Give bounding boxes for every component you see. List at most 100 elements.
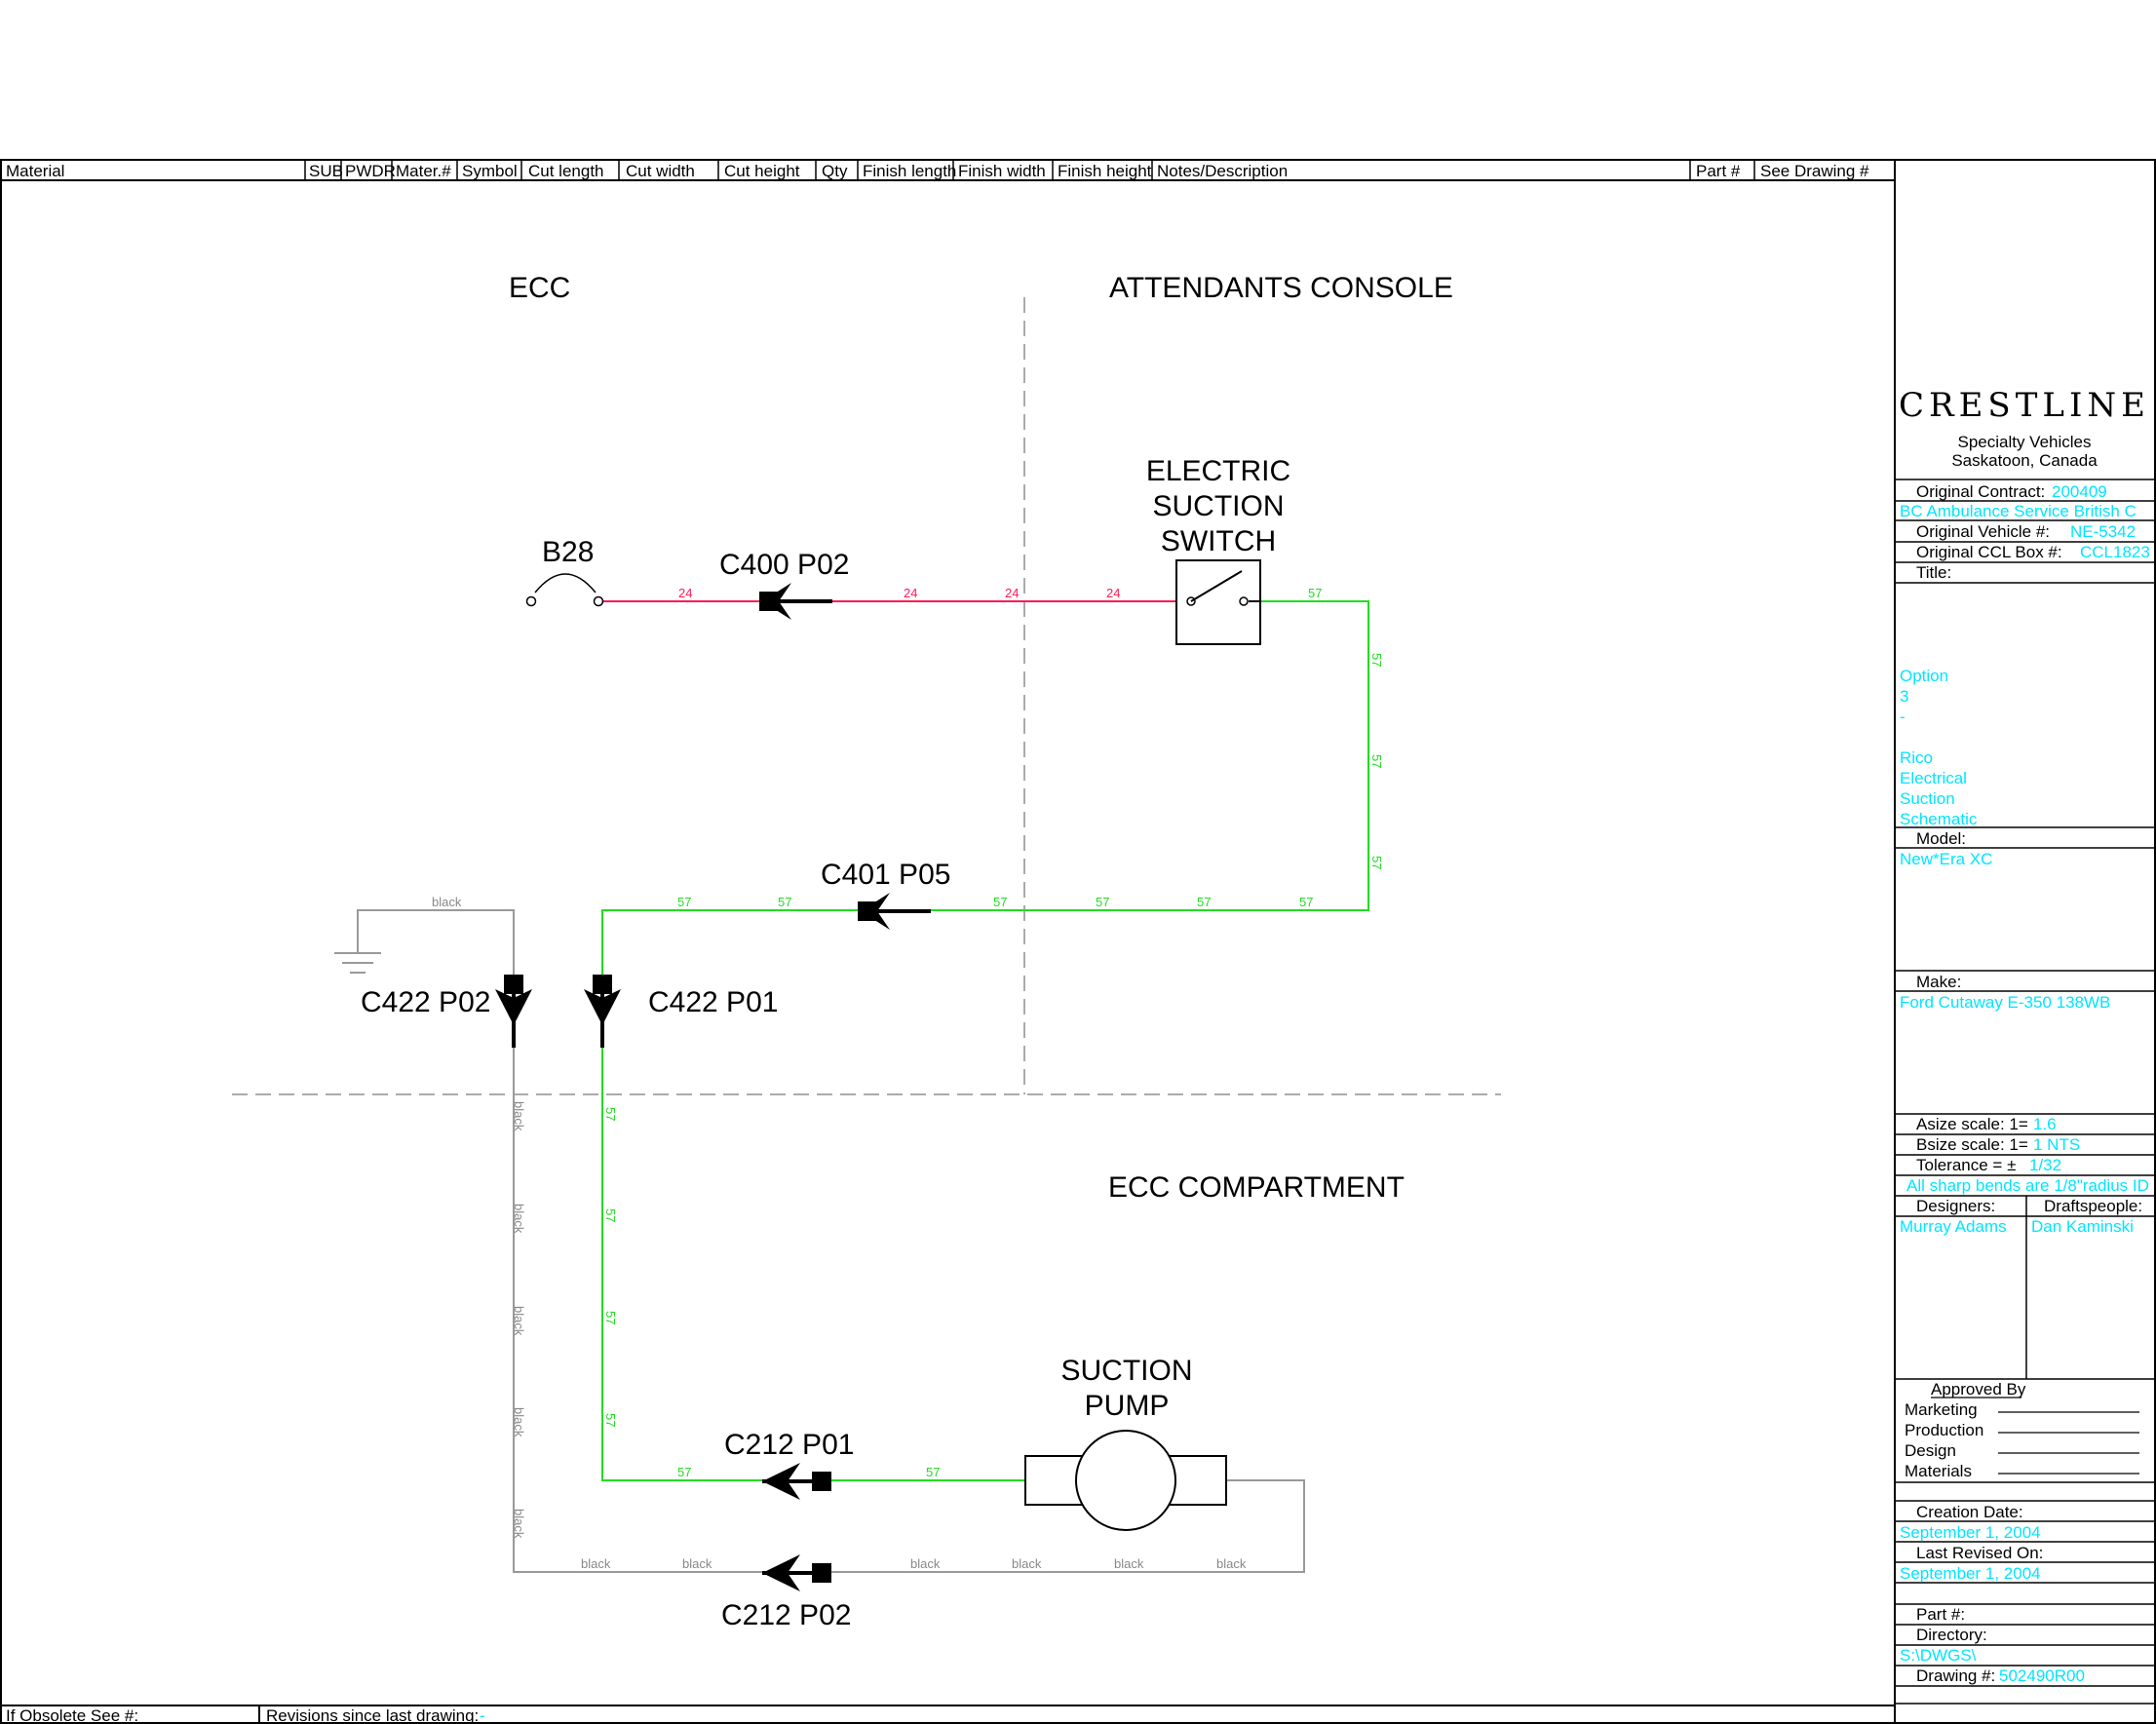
connector-c212-p02: C212 P02 (721, 1554, 851, 1631)
wire-label-black: black (512, 1101, 526, 1131)
directory-label: Directory: (1916, 1626, 1987, 1644)
asize-label: Asize scale: 1= (1916, 1115, 2028, 1133)
wire-label-57: 57 (603, 1107, 618, 1121)
bsize-value: 1 NTS (2033, 1135, 2080, 1154)
wire-label-57: 57 (1197, 895, 1211, 909)
wire-label-57: 57 (993, 895, 1007, 909)
wire-label-24: 24 (1005, 586, 1019, 600)
title-line: Suction (1900, 789, 1955, 808)
title-block: CRESTLINE Specialty Vehicles Saskatoon, … (1895, 386, 2155, 1705)
pump-label-line2: PUMP (1085, 1390, 1170, 1422)
switch-label-line3: SWITCH (1161, 525, 1276, 557)
electric-suction-switch: ELECTRIC SUCTION SWITCH (1146, 455, 1290, 645)
company-name: Specialty Vehicles (1957, 433, 2091, 451)
zone-label-attendants-console: ATTENDANTS CONSOLE (1109, 272, 1453, 304)
col-see-drawing: See Drawing # (1760, 162, 1869, 180)
bsize-label: Bsize scale: 1= (1916, 1135, 2028, 1154)
connector-label: C401 P05 (821, 859, 950, 891)
bends-note: All sharp bends are 1/8"radius ID (1906, 1176, 2149, 1195)
col-cut-height: Cut height (724, 162, 800, 180)
connector-label: C400 P02 (719, 549, 849, 581)
wire-label-black: black (1216, 1556, 1247, 1571)
connector-label: C422 P01 (648, 986, 778, 1018)
title-line: - (1900, 708, 1906, 726)
connector-plug-icon (812, 1472, 831, 1491)
customer-name: BC Ambulance Service British C (1900, 502, 2137, 520)
wire-label-57: 57 (1308, 586, 1322, 600)
wire-labels-24: 24 24 24 24 (678, 586, 1120, 600)
wire-label-57: 57 (603, 1413, 618, 1427)
tolerance-label: Tolerance = ± (1916, 1156, 2016, 1174)
designers-label: Designers: (1916, 1197, 1995, 1215)
terminal-icon (593, 595, 604, 607)
original-vehicle-label: Original Vehicle #: (1916, 522, 2050, 541)
wire-label-57: 57 (1369, 754, 1384, 768)
connector-c422-p01: C422 P01 (584, 975, 778, 1048)
wire-label-57: 57 (603, 1311, 618, 1324)
wire-green-57 (601, 600, 1369, 1481)
wire-label-black: black (512, 1509, 526, 1539)
connector-label: C212 P02 (721, 1599, 851, 1631)
connector-label: C212 P01 (724, 1429, 854, 1461)
obsolete-label: If Obsolete See #: (6, 1706, 138, 1724)
wire-label-57: 57 (926, 1465, 940, 1479)
wire-label-57: 57 (778, 895, 791, 909)
wire-label-black: black (1114, 1556, 1144, 1571)
wire-label-57: 57 (1369, 856, 1384, 869)
creation-date-value: September 1, 2004 (1900, 1523, 2041, 1542)
wire-label-57: 57 (1299, 895, 1313, 909)
col-qty: Qty (822, 162, 848, 180)
connector-plug-icon (812, 1563, 831, 1583)
col-part-num: Part # (1696, 162, 1741, 180)
wire-label-black: black (512, 1407, 526, 1437)
col-symbol: Symbol (462, 162, 518, 180)
wire-labels-black: black black black black black black blac… (432, 895, 1247, 1571)
crestline-logo: CRESTLINE (1899, 386, 2150, 425)
switch-label-line2: SUCTION (1153, 490, 1285, 522)
connector-c400-p02: C400 P02 (719, 549, 849, 620)
title-line: Rico (1900, 748, 1933, 767)
company-location: Saskatoon, Canada (1951, 451, 2098, 470)
approval-production: Production (1905, 1421, 1983, 1439)
wire-label-24: 24 (1106, 586, 1120, 600)
pump-motor-icon (1075, 1430, 1176, 1531)
zone-dividers (232, 297, 1501, 1095)
breaker-arc-icon (534, 573, 597, 594)
terminal-icon (525, 595, 537, 607)
connector-c401-p05: C401 P05 (821, 859, 950, 930)
col-finish-height: Finish height (1058, 162, 1152, 180)
bom-header: Material SUB PWDR Mater.# Symbol Cut len… (6, 160, 1869, 180)
col-mater-num: Mater.# (396, 162, 451, 180)
title-line: Option (1900, 667, 1948, 685)
wire-label-black: black (910, 1556, 941, 1571)
ground-icon (334, 952, 381, 974)
connector-c422-p02: C422 P02 (361, 975, 532, 1048)
make-label: Make: (1916, 973, 1961, 991)
tolerance-value: 1/32 (2029, 1156, 2061, 1174)
original-ccl-label: Original CCL Box #: (1916, 543, 2062, 561)
title-line: Electrical (1900, 769, 1967, 787)
wire-label-57: 57 (677, 895, 691, 909)
col-finish-width: Finish width (958, 162, 1046, 180)
wire-label-57: 57 (603, 1208, 618, 1222)
breaker-b28: B28 (525, 536, 604, 607)
draftspeople-label: Draftspeople: (2044, 1197, 2142, 1215)
wire-label-black: black (1012, 1556, 1042, 1571)
col-sub: SUB (309, 162, 343, 180)
suction-pump: SUCTION PUMP (1024, 1355, 1227, 1531)
drawing-label: Drawing #: (1916, 1667, 1995, 1685)
title-label: Title: (1916, 563, 1951, 582)
wire-label-57: 57 (1096, 895, 1109, 909)
asize-value: 1.6 (2033, 1115, 2057, 1133)
last-revised-label: Last Revised On: (1916, 1544, 2043, 1562)
approval-materials: Materials (1905, 1462, 1972, 1480)
make-value: Ford Cutaway E-350 138WB (1900, 993, 2110, 1012)
col-finish-length: Finish length (863, 162, 956, 180)
wire-label-57: 57 (677, 1465, 691, 1479)
connector-label: C422 P02 (361, 986, 490, 1018)
title-line: 3 (1900, 687, 1908, 706)
wire-labels-57: 57 57 57 57 57 57 57 57 57 57 57 57 57 5… (603, 586, 1384, 1479)
approval-marketing: Marketing (1905, 1400, 1978, 1419)
wire-label-57: 57 (1369, 653, 1384, 667)
